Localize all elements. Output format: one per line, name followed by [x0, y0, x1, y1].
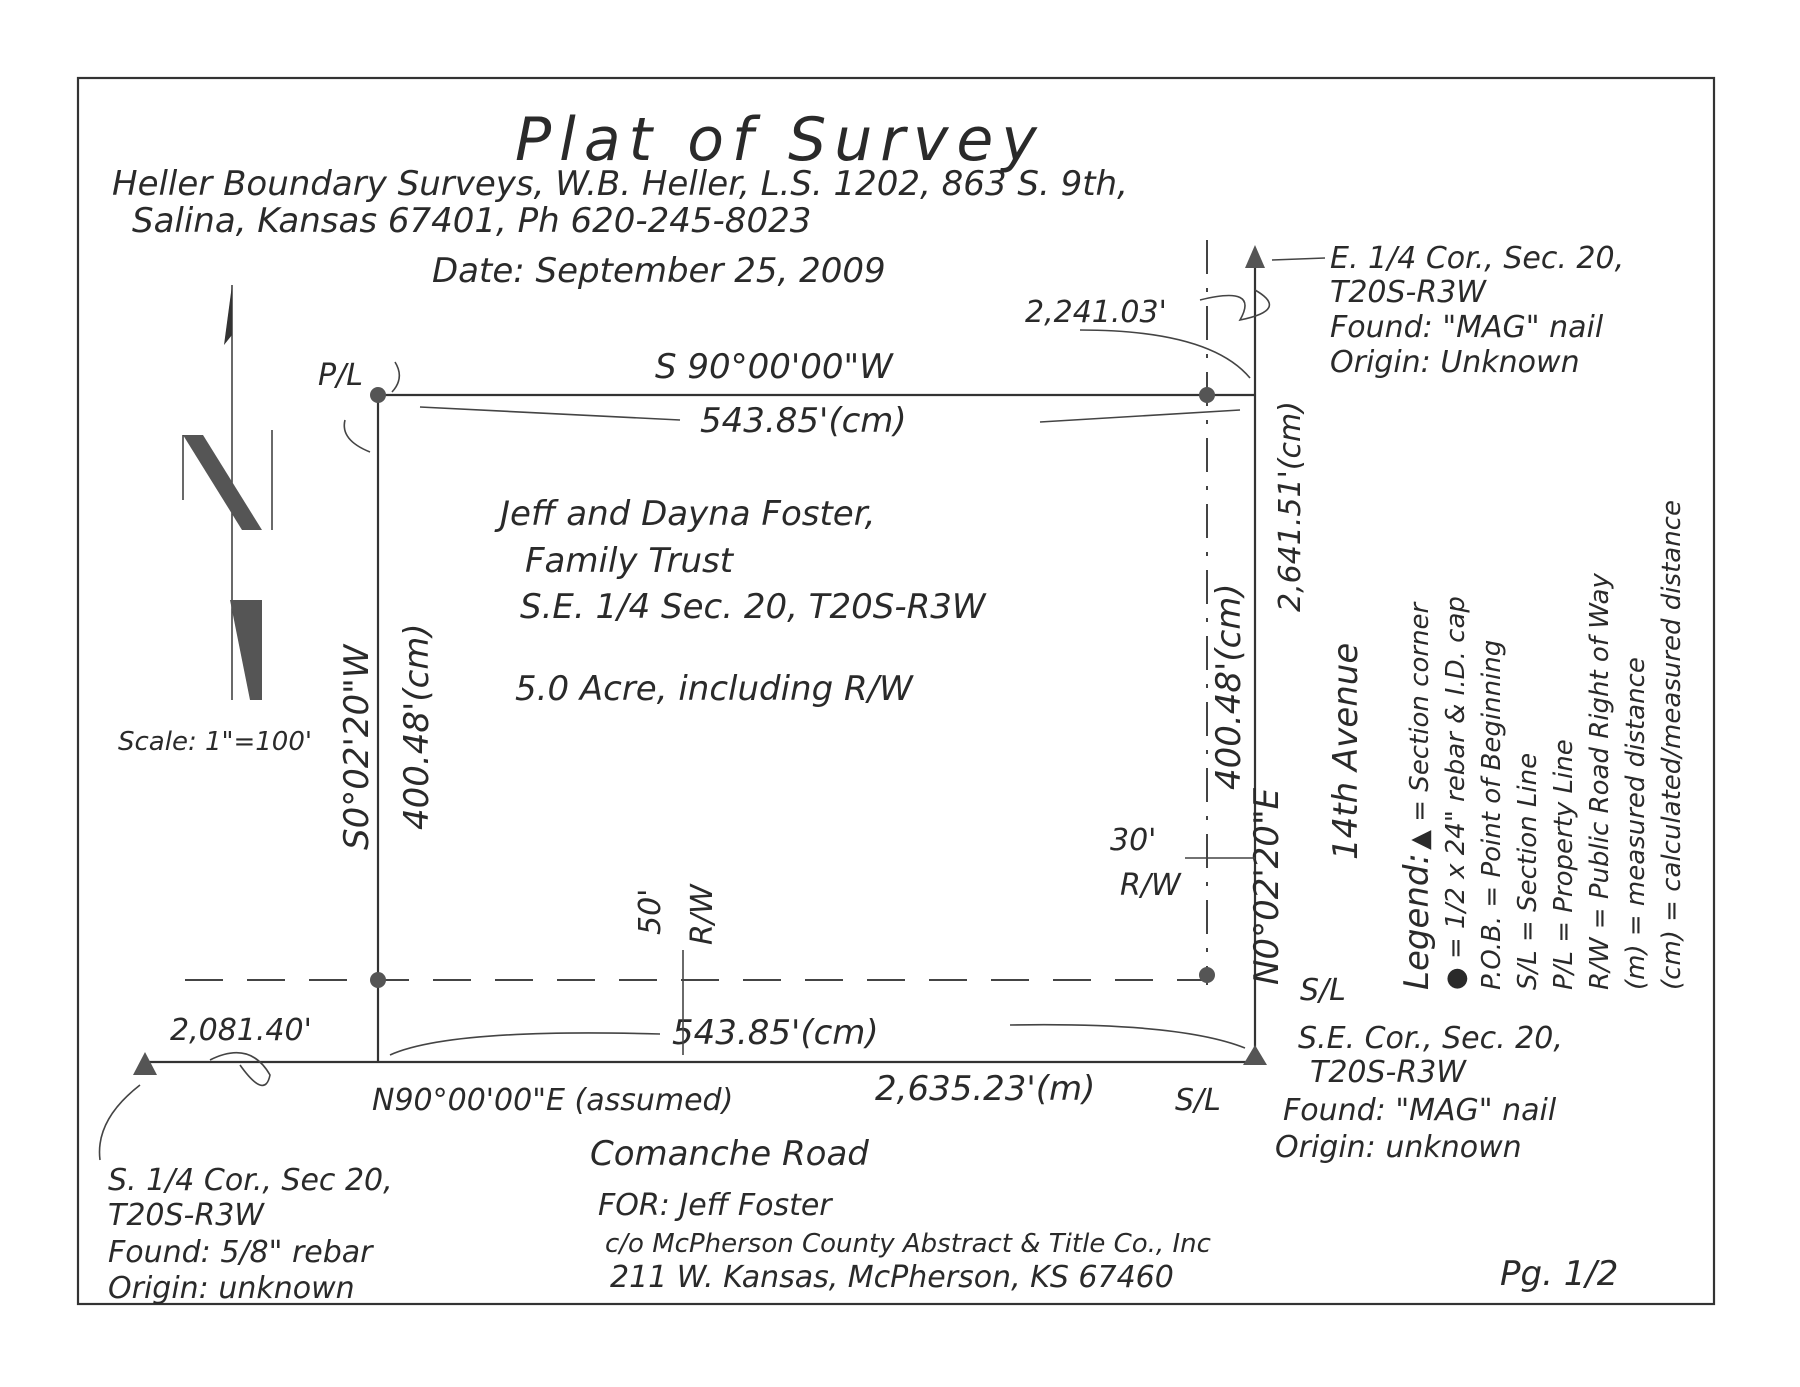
- legend-item: R/W = Public Road Right of Way: [1585, 573, 1615, 990]
- pob-curve-pointer: [343, 419, 371, 453]
- rebar-monument-ne: [1199, 387, 1215, 403]
- property-boundary: [376, 265, 1257, 1064]
- south-distance-arrow-right: [1009, 1023, 1246, 1049]
- legend-item: ● = 1/2 x 24" rebar & I.D. cap: [1441, 596, 1471, 990]
- survey-date: Date: September 25, 2009: [432, 251, 886, 291]
- owner-name-line-1: Jeff and Dayna Foster,: [494, 494, 875, 534]
- north-distance-arrow-left: [419, 406, 681, 421]
- svg-text:Origin: unknown: Origin: unknown: [1275, 1130, 1522, 1165]
- west-line-break: [209, 1051, 271, 1087]
- east-quarter-corner-note: E. 1/4 Cor., Sec. 20, T20S-R3W Found: "M…: [1330, 241, 1624, 380]
- svg-text:Found: 5/8" rebar: Found: 5/8" rebar: [108, 1235, 374, 1270]
- legend-item: (cm) = calculated/measured distance: [1657, 500, 1687, 990]
- client-address: 211 W. Kansas, McPherson, KS 67460: [610, 1260, 1174, 1295]
- surveyor-line-1: Heller Boundary Surveys, W.B. Heller, L.…: [112, 164, 1128, 204]
- svg-text:T20S-R3W: T20S-R3W: [1330, 275, 1487, 310]
- north-line-bearing: S 90°00'00"W: [655, 347, 894, 387]
- svg-text:S.E. Cor., Sec. 20,: S.E. Cor., Sec. 20,: [1298, 1021, 1563, 1056]
- south-line-bearing: N90°00'00"E (assumed): [372, 1083, 733, 1118]
- svg-text:E. 1/4 Cor., Sec. 20,: E. 1/4 Cor., Sec. 20,: [1330, 241, 1624, 276]
- section-corner-south-quarter: [133, 1052, 157, 1075]
- pob-label: P/L: [318, 358, 363, 393]
- north-tie-pointer: [1079, 329, 1251, 379]
- page-number: Pg. 1/2: [1500, 1254, 1618, 1294]
- svg-text:Found: "MAG" nail: Found: "MAG" nail: [1283, 1093, 1557, 1128]
- section-corner-se: [1243, 1045, 1267, 1065]
- scale-label: Scale: 1"=100': [118, 727, 312, 757]
- road-name-south: Comanche Road: [590, 1134, 869, 1174]
- se-corner-note: S.E. Cor., Sec. 20, T20S-R3W Found: "MAG…: [1275, 1021, 1563, 1165]
- legend-item: P/L = Property Line: [1549, 739, 1579, 990]
- svg-text:Found: "MAG" nail: Found: "MAG" nail: [1330, 310, 1604, 345]
- section-line-symbol-south: S/L: [1175, 1083, 1221, 1118]
- north-distance-arrow-right: [1039, 409, 1241, 423]
- north-tie-distance: 2,241.03': [1025, 295, 1167, 330]
- legend-title: Legend:: [1397, 853, 1437, 990]
- svg-text:Origin: Unknown: Origin: Unknown: [1330, 345, 1580, 380]
- west-line-bearing: S0°02'20"W: [337, 643, 377, 850]
- section-south-distance: 2,635.23'(m): [875, 1069, 1095, 1109]
- road-name-east: 14th Avenue: [1326, 643, 1366, 860]
- south-distance-arrow-left: [389, 1032, 661, 1056]
- west-line-distance: 400.48'(cm): [397, 623, 437, 830]
- north-arrow: [182, 285, 273, 700]
- plat-title: Plat of Survey: [515, 105, 1045, 175]
- east-quarter-pointer: [1271, 257, 1326, 261]
- south-row-label: R/W: [685, 883, 720, 945]
- west-tie-distance: 2,081.40': [170, 1013, 312, 1048]
- sheet-border: [76, 76, 1716, 1306]
- tract-area: 5.0 Acre, including R/W: [515, 669, 914, 709]
- client-care-of: c/o McPherson County Abstract & Title Co…: [605, 1229, 1211, 1259]
- south-row-width: 50': [633, 889, 668, 935]
- legend-item: P.O.B. = Point of Beginning: [1477, 640, 1507, 990]
- svg-text:S. 1/4 Cor., Sec 20,: S. 1/4 Cor., Sec 20,: [108, 1163, 393, 1198]
- rebar-monument-se: [1199, 967, 1215, 983]
- east-row-label: R/W: [1120, 868, 1182, 903]
- legend-item: S/L = Section Line: [1513, 753, 1543, 990]
- legend-item: (m) = measured distance: [1621, 657, 1651, 990]
- section-corner-east-quarter: [1245, 245, 1265, 268]
- section-line-symbol-east: S/L: [1300, 973, 1346, 1008]
- legend: Legend: ▲ = Section corner ● = 1/2 x 24"…: [1397, 500, 1687, 990]
- svg-text:Origin: unknown: Origin: unknown: [108, 1271, 355, 1306]
- east-row-width: 30': [1110, 823, 1156, 858]
- owner-name-line-2: Family Trust: [525, 541, 735, 581]
- rebar-monument-nw: [370, 387, 386, 403]
- south-line-distance: 543.85'(cm): [672, 1013, 879, 1053]
- east-line-distance: 400.48'(cm): [1209, 583, 1249, 790]
- pob-pointer: [391, 361, 401, 393]
- rebar-monument-sw: [370, 972, 386, 988]
- tract-location: S.E. 1/4 Sec. 20, T20S-R3W: [520, 587, 987, 627]
- north-line-distance: 543.85'(cm): [700, 401, 907, 441]
- east-line-bearing: N0°02'20"E: [1247, 787, 1287, 985]
- svg-text:T20S-R3W: T20S-R3W: [108, 1198, 265, 1233]
- south-quarter-corner-note: S. 1/4 Cor., Sec 20, T20S-R3W Found: 5/8…: [108, 1163, 393, 1306]
- legend-item: ▲ = Section corner: [1405, 600, 1435, 850]
- svg-text:T20S-R3W: T20S-R3W: [1310, 1055, 1467, 1090]
- surveyor-line-2: Salina, Kansas 67401, Ph 620-245-8023: [132, 201, 811, 241]
- east-section-distance: 2,641.51'(cm): [1273, 401, 1308, 612]
- south-quarter-pointer: [98, 1084, 141, 1161]
- section-line-break: [1199, 289, 1271, 322]
- client-name: FOR: Jeff Foster: [598, 1188, 833, 1223]
